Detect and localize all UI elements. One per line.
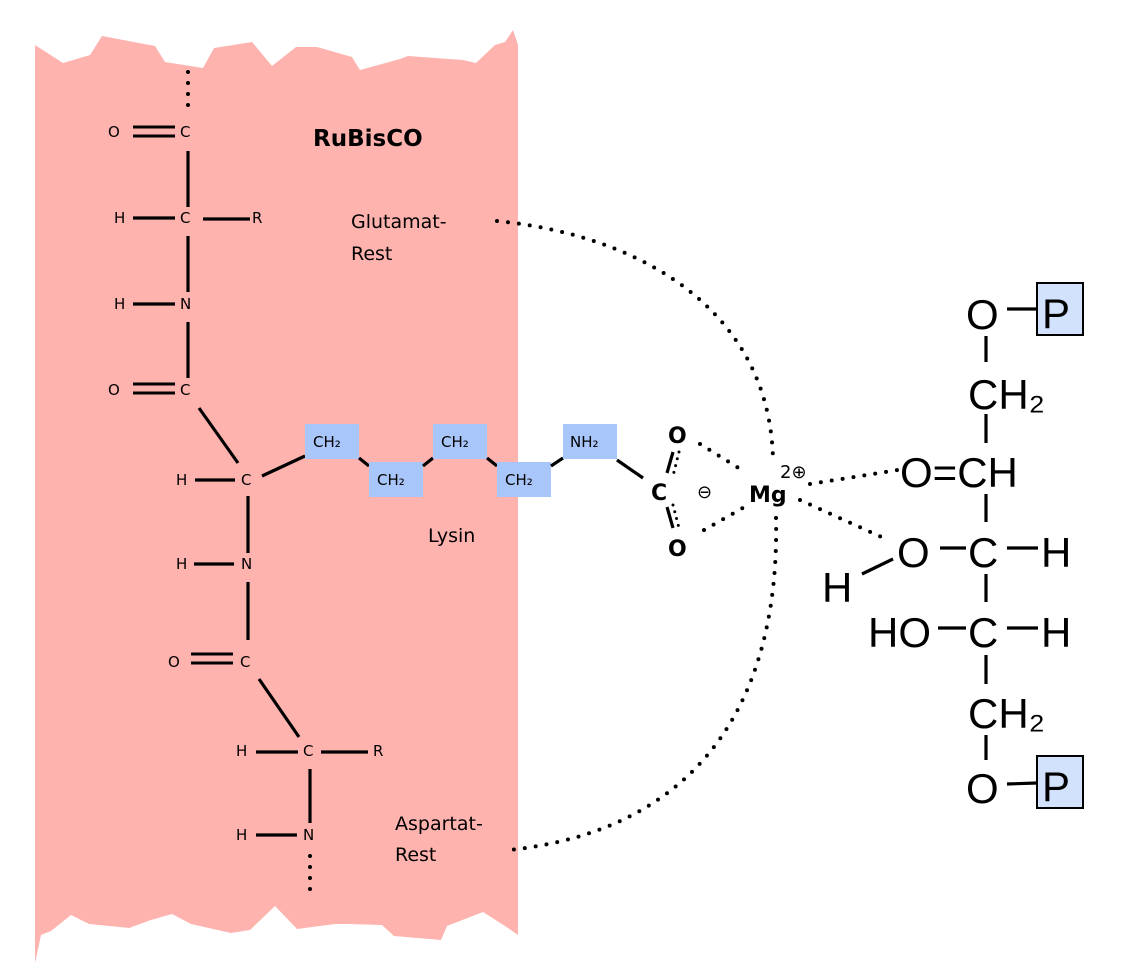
magnesium-charge: 2⊕ (780, 462, 807, 483)
lysine-ch2-4: CH₂ (505, 471, 533, 489)
bond (358, 456, 370, 468)
atom-h4: H (176, 555, 187, 573)
substrate-ho: HO (868, 609, 931, 656)
coord-mg-aspartat (507, 516, 779, 852)
label-aspartat-2: Rest (395, 844, 436, 866)
substrate-h-mid: H (1041, 529, 1071, 576)
bond (422, 456, 434, 468)
substrate-carbonyl: O=CH (900, 449, 1018, 496)
bond (257, 678, 301, 738)
phosphate-box-bottom (1036, 755, 1084, 809)
coord-mg-o-top (698, 442, 747, 474)
coord-mg-carbonyl (808, 468, 900, 486)
bond (665, 506, 675, 529)
coord-glutamat-mg (495, 219, 775, 462)
lysine-nh2: NH₂ (570, 433, 599, 451)
atom-n3: N (303, 826, 314, 844)
label-glutamat-1: Glutamat- (351, 211, 447, 233)
lysine-ch2-1: CH₂ (313, 433, 341, 451)
bond (197, 407, 240, 464)
substrate-o-top: O (966, 291, 999, 338)
magnesium-symbol: Mg (749, 483, 787, 508)
atom-r2: R (373, 742, 383, 760)
substrate-hydroxyl-h: H (822, 564, 852, 611)
substrate-ch2-bottom: CH₂ (968, 690, 1045, 737)
lysine-ch2-3: CH₂ (441, 433, 469, 451)
atom-n1: N (180, 295, 191, 313)
carboxyl-o-bottom: O (668, 537, 687, 562)
atom-o3: O (168, 653, 180, 671)
label-aspartat-1: Aspartat- (395, 813, 483, 835)
atom-c3: C (180, 381, 190, 399)
atom-n2: N (241, 555, 252, 573)
lysine-ch2-box-1 (305, 424, 359, 459)
lysine-nh2-box (563, 424, 617, 459)
atom-o1: O (108, 123, 120, 141)
atom-c4: C (241, 471, 251, 489)
delocalized-bond-bottom (671, 503, 681, 530)
atom-h5: H (236, 742, 247, 760)
substrate-ch2-top: CH₂ (968, 371, 1045, 418)
bond (665, 451, 675, 474)
bond (261, 454, 306, 478)
delocalized-bond-top (671, 450, 681, 478)
coord-mg-o-bottom (702, 503, 750, 532)
bond (550, 456, 564, 468)
substrate-h-lower: H (1041, 609, 1071, 656)
bond (486, 456, 498, 468)
lysine-ch2-box-2 (369, 462, 423, 497)
atom-h2: H (114, 295, 125, 313)
atom-h6: H (236, 826, 247, 844)
substrate-c-lower: C (968, 609, 998, 656)
atom-c5: C (240, 653, 250, 671)
atom-c1: C (180, 123, 190, 141)
carboxylate-charge: ⊖ (697, 482, 712, 503)
protein-region (35, 30, 518, 963)
bond (1006, 781, 1038, 786)
atom-c6: C (303, 742, 313, 760)
substrate-o-mid: O (897, 529, 930, 576)
carboxyl-o-top: O (668, 424, 687, 449)
substrate-p-bottom: P (1042, 763, 1070, 810)
lysine-ch2-box-4 (497, 462, 551, 497)
substrate-p-top: P (1042, 290, 1070, 337)
title-rubisco: RuBisCO (313, 126, 423, 152)
atom-o2: O (108, 381, 120, 399)
substrate-c-mid: C (968, 529, 998, 576)
atom-h3: H (176, 471, 187, 489)
lysine-ch2-box-3 (433, 424, 487, 459)
carboxyl-c: C (651, 481, 667, 506)
atom-c2: C (180, 209, 190, 227)
atom-h1: H (114, 209, 125, 227)
coord-mg-hydroxyl (798, 498, 890, 542)
phosphate-box-top (1036, 282, 1084, 336)
lysine-ch2-2: CH₂ (377, 471, 405, 489)
substrate-o-bottom: O (966, 765, 999, 812)
label-glutamat-2: Rest (351, 243, 392, 265)
atom-r1: R (252, 209, 262, 227)
bond (861, 557, 894, 576)
label-lysin: Lysin (428, 525, 475, 547)
bond (616, 458, 644, 480)
